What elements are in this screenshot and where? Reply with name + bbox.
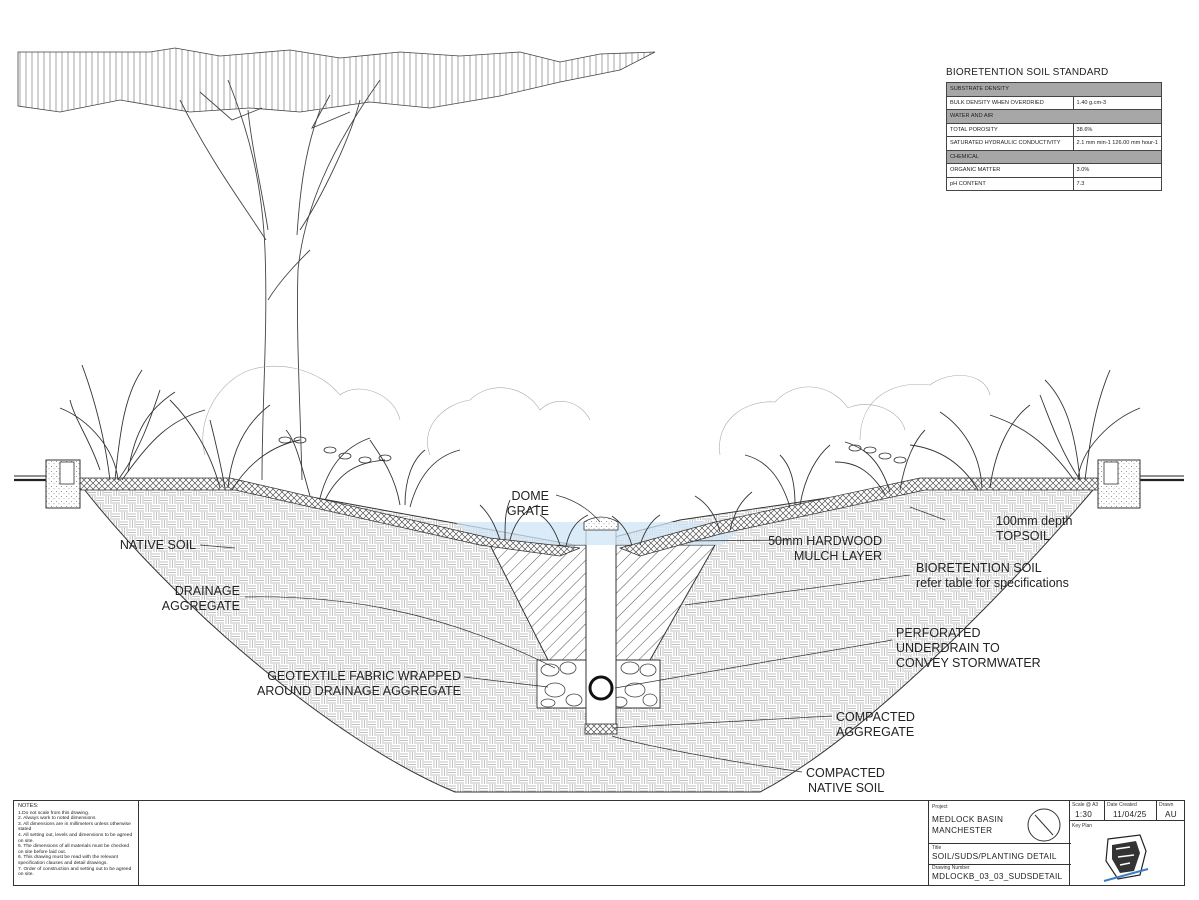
mulch-label-2: MULCH LAYER xyxy=(794,549,882,563)
title-block: NOTES: 1.Do not scale from this drawing.… xyxy=(13,800,1185,886)
soil-row-label: TOTAL POROSITY xyxy=(946,122,1074,137)
label-compacted-native: COMPACTED NATIVE SOIL xyxy=(806,766,885,795)
project-name-line-1: MEDLOCK BASIN xyxy=(932,815,1004,824)
note-item: 4. All setting out, levels and dimension… xyxy=(18,832,133,844)
label-bioretention: BIORETENTION SOIL refer table for specif… xyxy=(916,561,1069,590)
notes-heading: NOTES: xyxy=(18,803,39,809)
mulch-label-1: 50mm HARDWOOD xyxy=(768,534,882,548)
notes-panel: NOTES: 1.Do not scale from this drawing.… xyxy=(14,801,139,885)
soil-table-title: BIORETENTION SOIL STANDARD xyxy=(946,67,1109,78)
right-kerb xyxy=(1097,459,1184,509)
planting-right xyxy=(611,369,1141,547)
dome-grate xyxy=(583,516,619,531)
note-item: 3. All dimensions are in millimeters unl… xyxy=(18,821,131,833)
label-underdrain: PERFORATED UNDERDRAIN TO CONVEY STORMWAT… xyxy=(896,626,1041,670)
drainage-aggregate-label-1: DRAINAGE xyxy=(175,584,240,598)
soil-table-grid: SUBSTRATE DENSITY BULK DENSITY WHEN OVER… xyxy=(946,82,1163,191)
dome-grate-label-1: DOME xyxy=(512,489,550,503)
date-value: 11/04/25 xyxy=(1113,810,1147,819)
leader-lines xyxy=(199,494,946,773)
tree-canopy xyxy=(17,47,656,113)
scale-value: 1:30 xyxy=(1075,810,1093,819)
note-item: 7. Order of construction and setting out… xyxy=(18,866,132,878)
compacted-aggregate-pad xyxy=(584,723,618,735)
label-mulch: 50mm HARDWOOD MULCH LAYER xyxy=(768,534,882,563)
label-geotextile: GEOTEXTILE FABRIC WRAPPED AROUND DRAINAG… xyxy=(257,669,461,698)
soil-row-value: 38.6% xyxy=(1072,122,1163,137)
compacted-aggregate-label-1: COMPACTED xyxy=(836,710,915,724)
key-plan-label: Key Plan xyxy=(1072,823,1093,829)
compacted-native-label-2: NATIVE SOIL xyxy=(808,781,884,795)
soil-row-label: SATURATED HYDRAULIC CONDUCTIVITY xyxy=(946,136,1074,151)
native-soil-label: NATIVE SOIL xyxy=(120,538,196,552)
label-drainage-aggregate: DRAINAGE AGGREGATE xyxy=(162,584,240,613)
soil-row-value: 1.40 g.cm-3 xyxy=(1072,95,1163,110)
background-shrubs xyxy=(202,365,991,456)
perforated-underdrain xyxy=(588,675,614,701)
tree-trunk xyxy=(179,79,381,481)
date-label: Date Created xyxy=(1107,802,1137,808)
soil-standard-table: BIORETENTION SOIL STANDARD SUBSTRATE DEN… xyxy=(946,67,1163,191)
compacted-native-label-1: COMPACTED xyxy=(806,766,885,780)
planting-left xyxy=(59,364,589,547)
scale-label: Scale @ A3 xyxy=(1072,802,1099,808)
label-topsoil: 100mm depth TOPSOIL xyxy=(996,514,1072,543)
compacted-aggregate-label-2: AGGREGATE xyxy=(836,725,914,739)
bioretention-label-2: refer table for specifications xyxy=(916,576,1069,590)
drainage-aggregate-label-2: AGGREGATE xyxy=(162,599,240,613)
note-item: 1.Do not scale from this drawing. xyxy=(18,810,90,816)
soil-row-label: ORGANIC MATTER xyxy=(946,163,1074,178)
label-compacted-aggregate: COMPACTED AGGREGATE xyxy=(836,710,915,739)
drawing-title: SOIL/SUDS/PLANTING DETAIL xyxy=(932,852,1057,861)
left-kerb xyxy=(14,459,81,509)
note-item: 6. This drawing must be read with the re… xyxy=(18,855,118,866)
geotextile-label-2: AROUND DRAINAGE AGGREGATE xyxy=(257,684,461,698)
project-panel: Project MEDLOCK BASIN MANCHESTER Title S… xyxy=(928,801,1071,885)
soil-row-label: BULK DENSITY WHEN OVERDRIED xyxy=(946,95,1074,110)
soil-header-substrate: SUBSTRATE DENSITY xyxy=(946,82,1162,97)
project-name-line-2: MANCHESTER xyxy=(932,826,993,835)
project-label: Project xyxy=(932,804,948,810)
scale-date-panel: Scale @ A3 1:30 Date Created 11/04/25 Dr… xyxy=(1070,801,1184,885)
drawn-label: Drawn xyxy=(1159,802,1174,808)
soil-row-value: 2.1 mm min-1 126.00 mm hour-1 xyxy=(1072,136,1163,151)
label-dome-grate: DOME GRATE xyxy=(507,489,549,518)
dome-grate-label-2: GRATE xyxy=(507,504,549,518)
drawn-value: AU xyxy=(1165,810,1177,819)
underdrain-label-2: UNDERDRAIN TO xyxy=(896,641,1000,655)
geotextile-label-1: GEOTEXTILE FABRIC WRAPPED xyxy=(267,669,461,683)
north-arrow-icon xyxy=(1027,808,1061,842)
note-item: 5. The dimensions of all materials must … xyxy=(18,844,130,855)
topsoil-label-2: TOPSOIL xyxy=(996,529,1050,543)
soil-row-value: 3.0% xyxy=(1072,163,1163,178)
drawing-number: MDLOCKB_03_03_SUDSDETAIL xyxy=(932,872,1063,881)
soil-row-value: 7.3 xyxy=(1072,176,1163,191)
topsoil-label-1: 100mm depth xyxy=(996,514,1072,528)
soil-header-chemical: CHEMICAL xyxy=(946,149,1162,164)
underdrain-label-3: CONVEY STORMWATER xyxy=(896,656,1041,670)
soil-row-label: pH CONTENT xyxy=(946,176,1074,191)
note-item: 2. Always work to noted dimensions xyxy=(18,816,96,822)
bioretention-label-1: BIORETENTION SOIL xyxy=(916,561,1042,575)
soil-header-water-air: WATER AND AIR xyxy=(946,109,1162,124)
title-label: Title xyxy=(932,845,942,851)
underdrain-label-1: PERFORATED xyxy=(896,626,981,640)
drawing-number-label: Drawing Number xyxy=(932,865,970,871)
key-plan-map-icon xyxy=(1103,834,1149,882)
